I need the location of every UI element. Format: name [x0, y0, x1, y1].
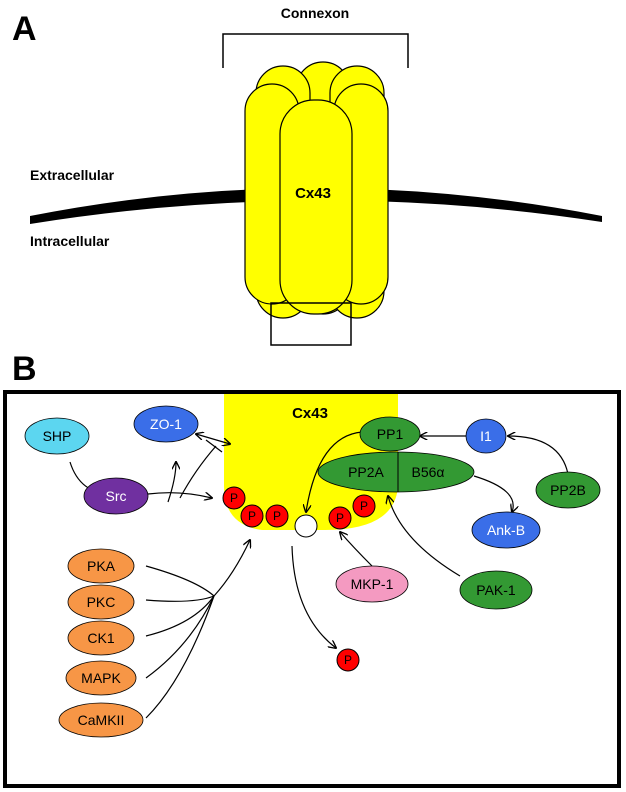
node-pp2a: PP2A B56α [317, 451, 475, 493]
phospho-circle [328, 506, 352, 530]
phospho-circle [240, 504, 264, 528]
node-ck1: CK1 [67, 620, 135, 656]
arrow-src-phospho [147, 492, 212, 498]
node-i1-label: I1 [480, 428, 492, 444]
node-pp1-label: PP1 [377, 426, 404, 442]
phospho-site: P [328, 506, 352, 530]
cx43-label-b: Cx43 [292, 405, 328, 422]
arrow-release-p [291, 545, 336, 648]
phospho-label: P [344, 653, 352, 667]
panel-a: A Connexon Extracellular Intracellular C… [12, 5, 602, 346]
node-pkc: PKC [67, 584, 135, 620]
node-pkc-label: PKC [87, 594, 116, 610]
node-camkii-label: CaMKII [78, 712, 125, 728]
phospho-label: P [336, 511, 344, 525]
released-phosphate: P [336, 648, 360, 672]
arrow-pak1-pp2a [388, 496, 461, 577]
panel-b: B Cx43 [3, 350, 621, 788]
cell-membrane [30, 188, 602, 224]
node-shp-label: SHP [43, 428, 72, 444]
phospho-circle [352, 494, 376, 518]
connexon-bracket [222, 33, 409, 68]
arrow-pp1-dephospho [306, 431, 363, 512]
node-camkii: CaMKII [58, 702, 144, 738]
node-zo1: ZO-1 [133, 405, 199, 443]
panel-b-letter: B [12, 350, 37, 388]
phospho-circle [222, 486, 246, 510]
arrow-mkp1-site [340, 532, 373, 567]
arrow-ck1 [145, 595, 215, 637]
node-ck1-label: CK1 [87, 630, 114, 646]
node-src-label: Src [106, 488, 127, 504]
connexon-label: Connexon [281, 5, 349, 21]
node-mkp1-label: MKP-1 [351, 576, 394, 592]
node-pak1: PAK-1 [459, 570, 533, 610]
phospho-circle [265, 504, 289, 528]
node-src: Src [83, 477, 149, 515]
interaction-arrows [69, 431, 569, 719]
node-pak1-label: PAK-1 [476, 582, 516, 598]
cx43-label-a: Cx43 [295, 185, 331, 202]
phospho-label: P [248, 509, 256, 523]
node-pp2a-label: PP2A [348, 464, 384, 480]
phospho-label: P [230, 491, 238, 505]
panel-a-letter: A [12, 10, 37, 48]
phospho-site: P [352, 494, 376, 518]
arrow-pkc [145, 595, 215, 602]
arrow-src-up [167, 462, 176, 503]
node-shp: SHP [24, 417, 90, 455]
intracellular-label: Intracellular [30, 233, 110, 249]
phospho-site: P [222, 486, 246, 510]
phospho-label: P [273, 509, 281, 523]
node-pp2b-label: PP2B [550, 482, 586, 498]
phospho-site: P [240, 504, 264, 528]
phospho-sites: P P P P P P [222, 486, 376, 672]
node-ankb-label: Ank-B [487, 522, 525, 538]
arrow-pp2a-ankb [473, 475, 513, 512]
phospho-site: P [265, 504, 289, 528]
node-mapk: MAPK [65, 660, 137, 696]
arrow-zo1-cx43 [196, 434, 230, 444]
node-ankb: Ank-B [471, 511, 541, 549]
inhibit-src-zo1 [179, 445, 217, 499]
connexon-channel [244, 61, 389, 319]
c-terminus-box [270, 302, 352, 346]
node-zo1-label: ZO-1 [150, 416, 182, 432]
arrow-camkii [145, 595, 215, 719]
connexin-subunit-front [279, 99, 353, 315]
node-mkp1: MKP-1 [335, 565, 409, 603]
node-pka: PKA [67, 548, 135, 584]
arrow-mapk [145, 595, 215, 679]
node-i1: I1 [465, 418, 507, 454]
extracellular-label: Extracellular [30, 167, 115, 183]
node-pp1: PP1 [359, 416, 421, 452]
phospho-circle [336, 648, 360, 672]
node-mapk-label: MAPK [81, 670, 121, 686]
phospho-label: P [360, 499, 368, 513]
node-pka-label: PKA [87, 558, 116, 574]
node-b56a-label: B56α [411, 464, 444, 480]
node-pp2b: PP2B [535, 471, 601, 509]
cx43-ct-region [224, 394, 398, 530]
arrow-pp2b-i1 [508, 436, 569, 475]
dephospho-site [294, 514, 318, 538]
